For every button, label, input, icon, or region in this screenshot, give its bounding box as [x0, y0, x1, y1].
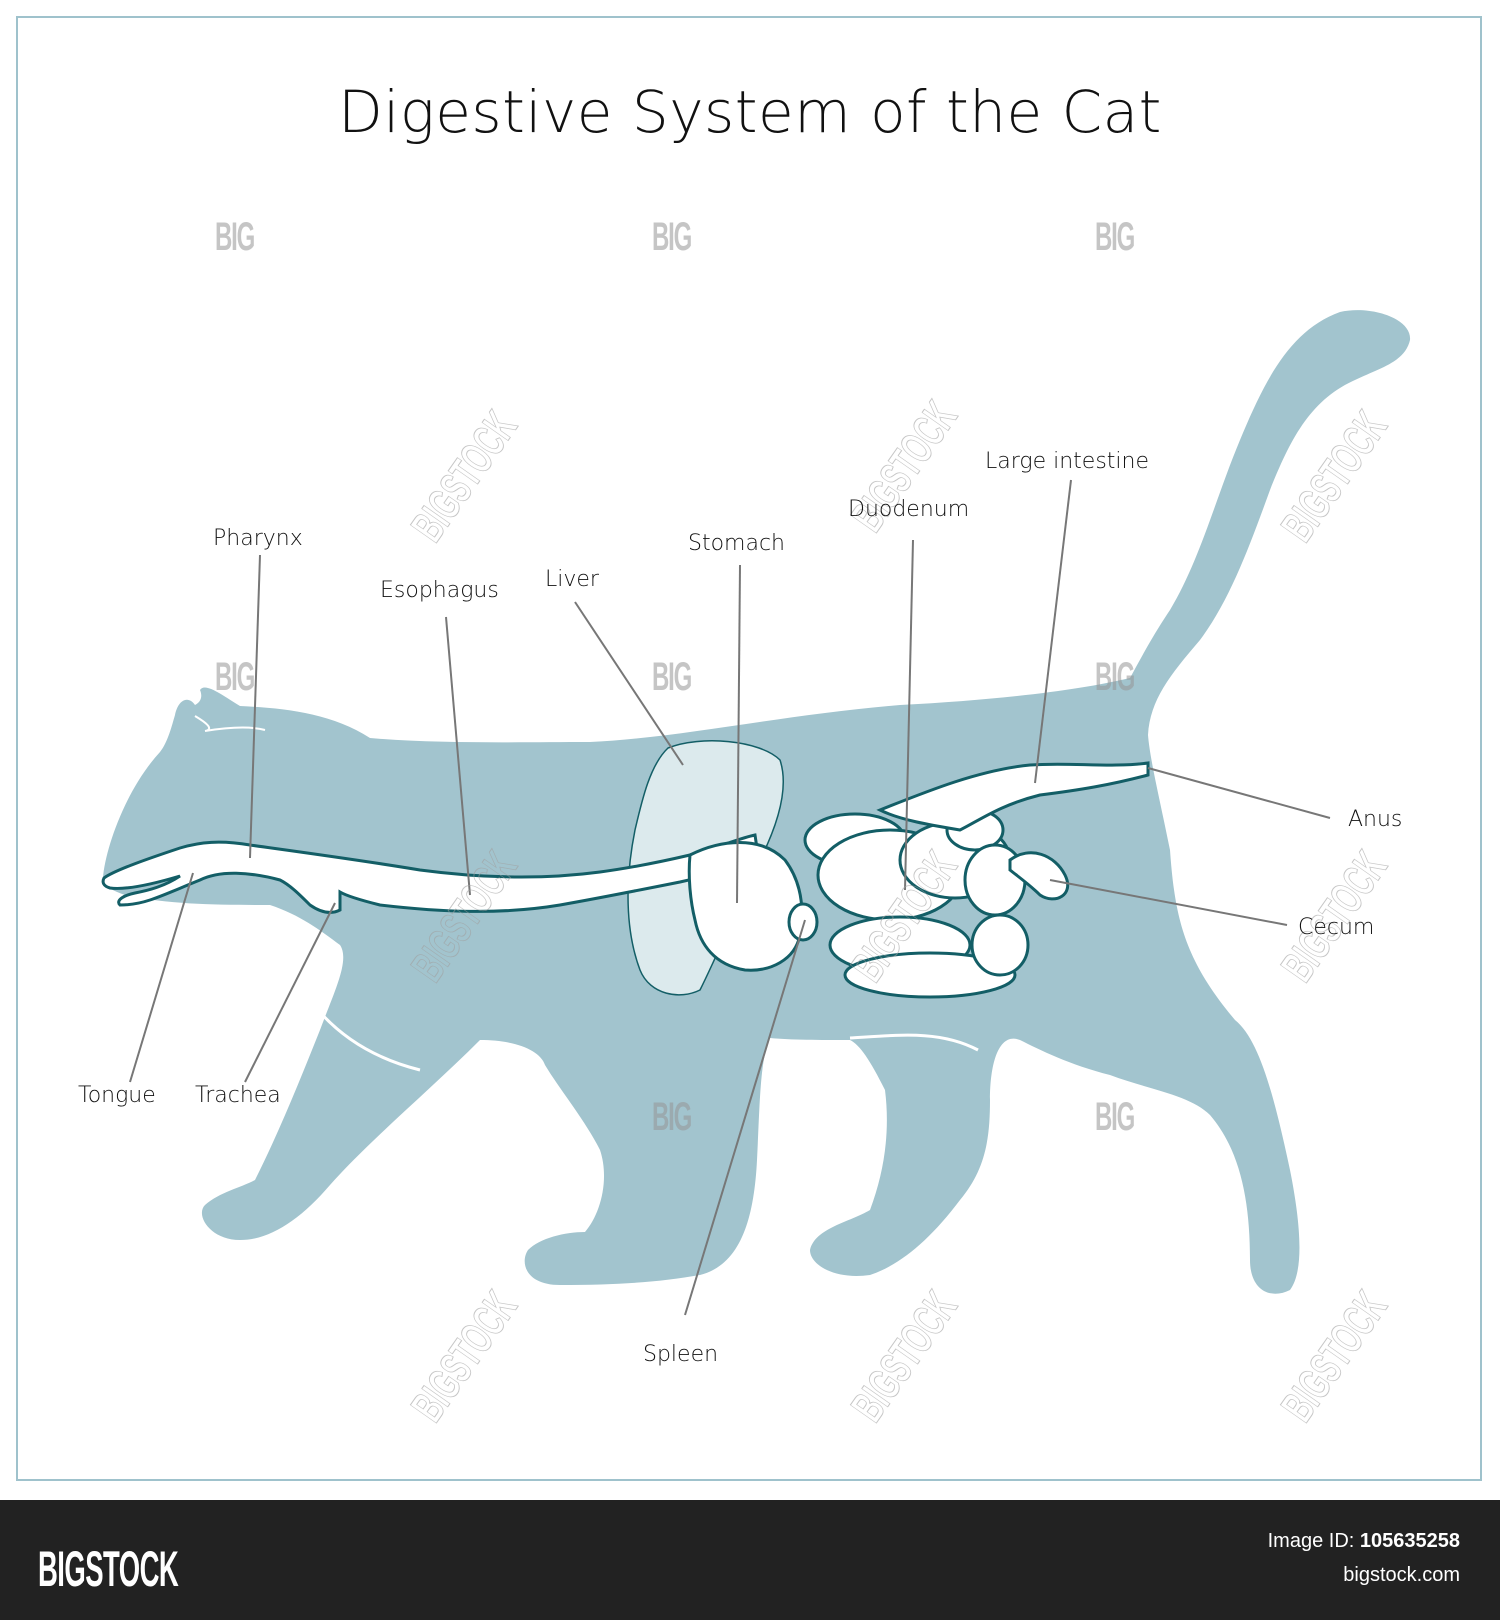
label-esophagus: Esophagus [380, 578, 499, 603]
footer-brand-logo: BIGSTOCK [38, 1541, 179, 1597]
label-spleen: Spleen [643, 1342, 719, 1367]
label-anus: Anus [1348, 807, 1403, 832]
watermark-big: BIG [1095, 215, 1135, 259]
cat-diagram [101, 310, 1411, 1316]
label-stomach: Stomach [688, 531, 786, 556]
diagram-frame [16, 16, 1482, 1481]
image-id-value: 105635258 [1359, 1530, 1460, 1552]
image-id-label: Image ID: [1267, 1530, 1355, 1552]
diagram-title: Digestive System of the Cat [338, 78, 1162, 146]
label-pharynx: Pharynx [213, 526, 303, 551]
footer-site-link[interactable]: bigstock.com [1343, 1564, 1460, 1586]
watermark-big: BIG [652, 1095, 692, 1139]
label-duodenum: Duodenum [848, 497, 970, 522]
label-cecum: Cecum [1298, 915, 1375, 940]
watermark-big: BIG [1095, 1095, 1135, 1139]
watermark-big: BIG [652, 655, 692, 699]
watermark-big: BIG [1095, 655, 1135, 699]
small-intestine-coils [803, 808, 1069, 999]
belly-line-rear [849, 1033, 979, 1052]
belly-line [308, 999, 421, 1072]
stomach-shape [687, 841, 804, 972]
label-trachea: Trachea [195, 1083, 281, 1108]
leader-lines [129, 479, 1331, 1316]
watermark-big: BIG [215, 215, 255, 259]
footer-image-id: Image ID: 105635258 [1268, 1530, 1460, 1553]
spleen-shape [787, 902, 819, 942]
label-tongue: Tongue [78, 1083, 156, 1108]
ear-line [194, 715, 266, 732]
esophagus-tract [101, 833, 762, 914]
label-large-intestine: Large intestine [985, 449, 1150, 474]
watermark-big: BIG [215, 655, 255, 699]
large-intestine-tract [876, 761, 1150, 832]
label-liver: Liver [545, 567, 599, 592]
footer-bar: BIGSTOCK Image ID: 105635258 bigstock.co… [0, 1500, 1500, 1620]
watermark-big: BIG [652, 215, 692, 259]
